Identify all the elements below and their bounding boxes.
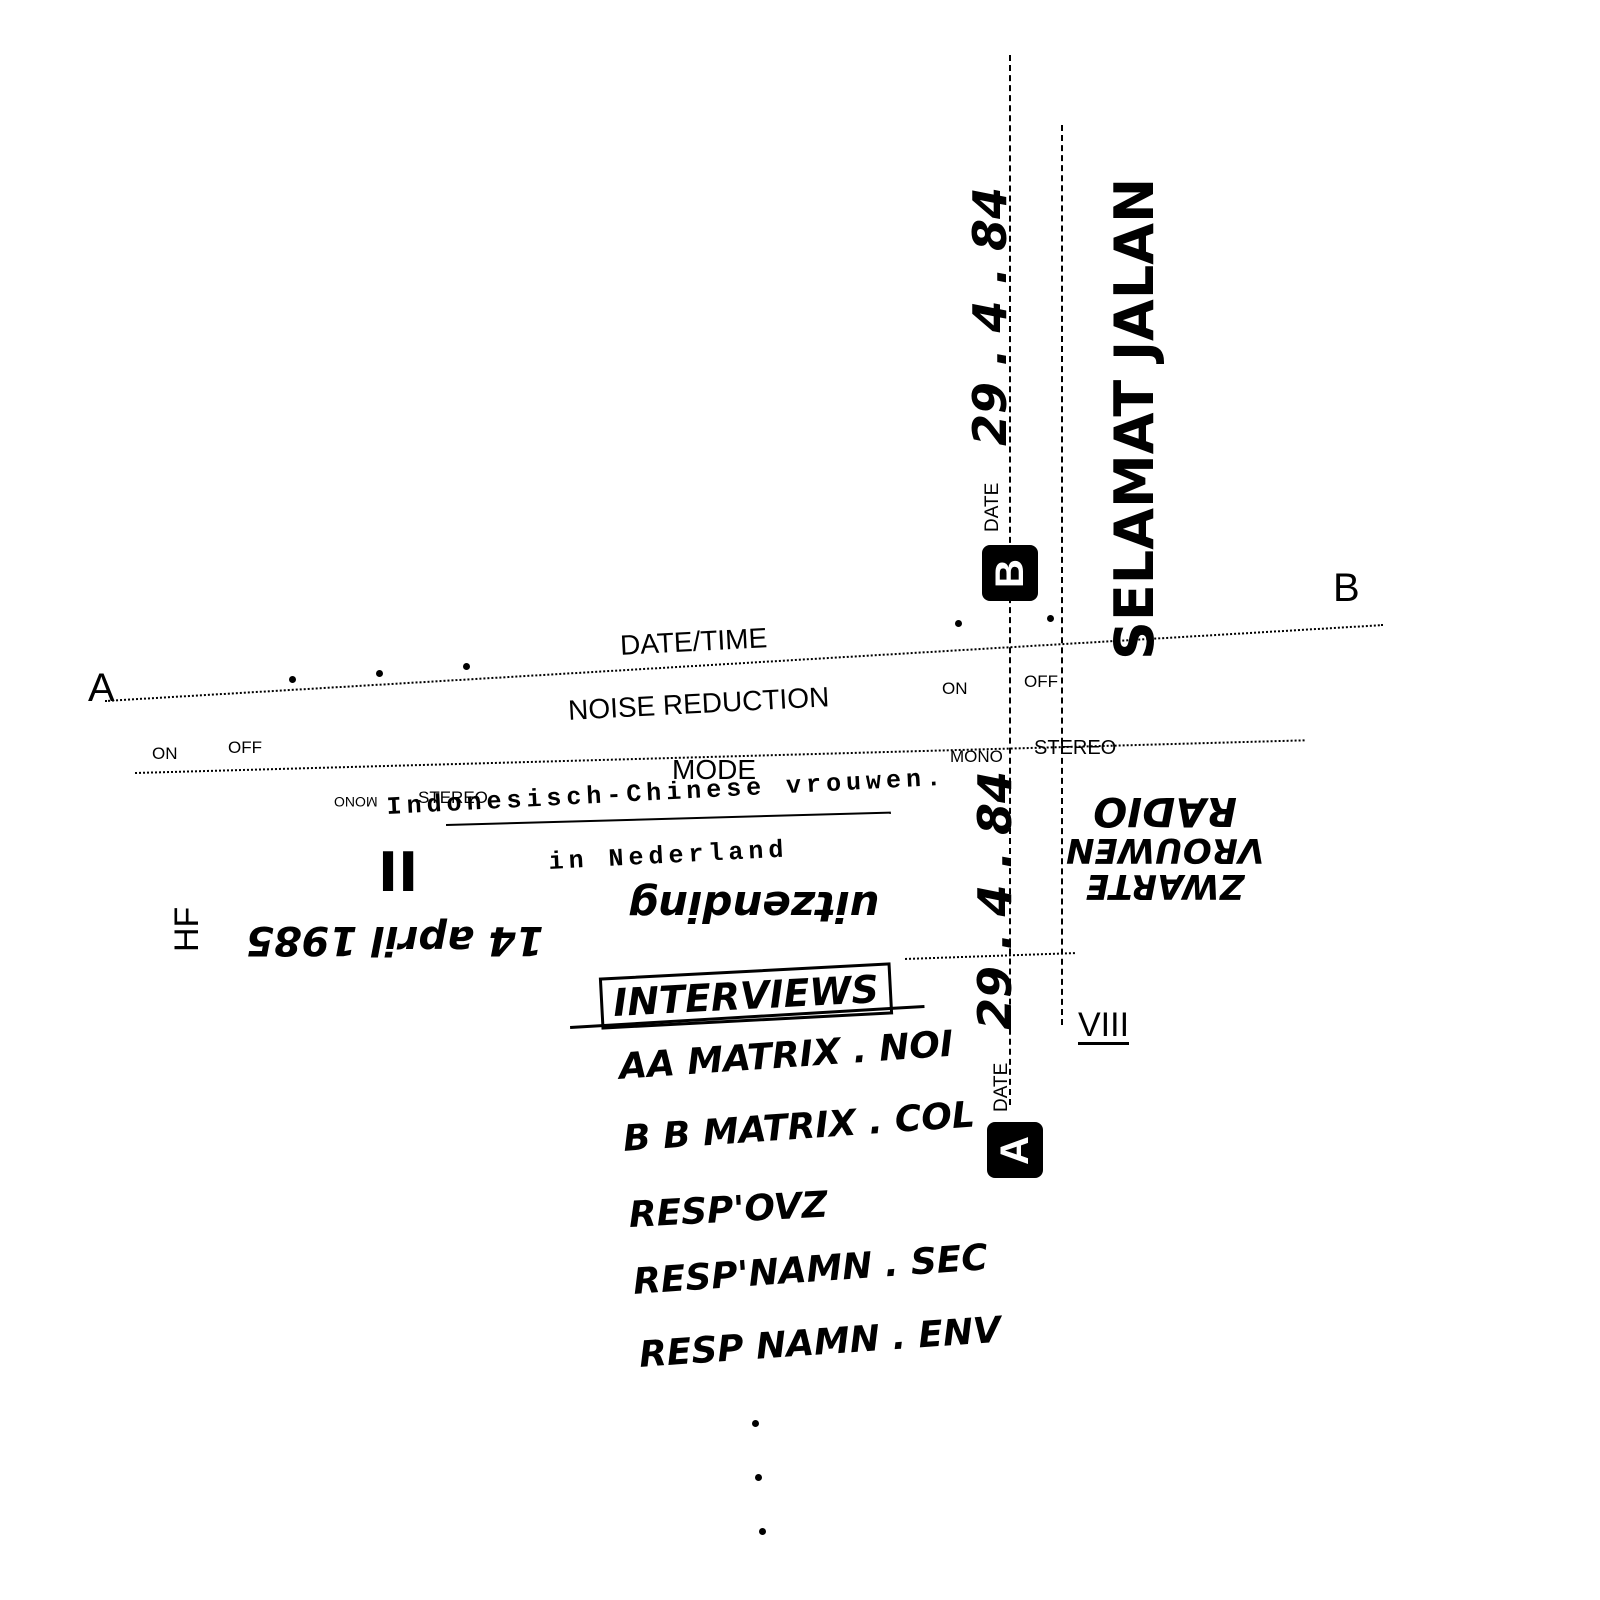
contents-item-2: B B MATRIX . COL — [621, 1094, 977, 1160]
side-a-badge: A — [987, 1122, 1043, 1178]
date-label-a: DATE — [991, 1062, 1012, 1112]
radio-note-line-3: RADIO — [1093, 788, 1238, 834]
initials-note: HF — [168, 906, 206, 952]
continuation-dot-3 — [759, 1528, 766, 1535]
date-label-b: DATE — [982, 482, 1003, 532]
off-label-right: OFF — [1024, 672, 1058, 691]
on-label-left: ON — [152, 744, 178, 763]
radio-note-line-2: VROUWEN — [1066, 830, 1265, 870]
contents-item-3: RESP'OVZ — [627, 1184, 829, 1236]
broadcast-date-note: 14 april 1985 — [246, 917, 544, 963]
off-label-left: OFF — [228, 738, 262, 757]
side-b-badge: B — [982, 545, 1038, 601]
side-a-label: A — [88, 666, 115, 710]
dot-2 — [376, 670, 383, 677]
side-b-label: B — [1333, 566, 1360, 610]
contents-item-1: AA MATRIX . NOI — [617, 1023, 955, 1088]
contents-heading: INTERVIEWS — [598, 962, 894, 1030]
mode-label: MODE — [672, 754, 756, 785]
dot-5 — [1047, 615, 1054, 622]
spine-line-right — [1061, 125, 1063, 1025]
side-number: VIII — [1078, 1006, 1130, 1045]
radio-note: ZWARTE VROUWEN RADIO — [1066, 788, 1265, 906]
dot-4 — [955, 620, 962, 627]
dot-3 — [463, 663, 470, 670]
roman-numeral: II — [378, 841, 419, 904]
dot-1 — [289, 676, 296, 683]
date-side-b: 29 . 4 . 84 — [963, 186, 1017, 446]
stereo-label-left: STEREO — [418, 788, 488, 807]
date-side-a: 29 . 4 . 84 — [968, 770, 1022, 1030]
mono-label-left: MONO — [334, 794, 378, 810]
selamat-jalan-title: SELAMAT JALAN — [1103, 177, 1166, 660]
noise-reduction-label: NOISE REDUCTION — [567, 681, 830, 726]
contents-item-4: RESP'NAMN . SEC — [631, 1237, 990, 1303]
mono-label-right: MONO — [950, 747, 1003, 766]
on-label-right: ON — [942, 679, 968, 698]
title-line-2: in Nederland — [547, 835, 790, 877]
continuation-dot-2 — [755, 1474, 762, 1481]
continuation-dot-1 — [752, 1420, 759, 1427]
contents-item-5: RESP NAMN . ENV — [637, 1309, 1003, 1376]
date-time-label: DATE/TIME — [619, 622, 768, 661]
uitzending-note: uitzending — [628, 882, 880, 931]
radio-note-line-1: ZWARTE — [1085, 866, 1245, 906]
stereo-label-right: STEREO — [1034, 737, 1117, 759]
